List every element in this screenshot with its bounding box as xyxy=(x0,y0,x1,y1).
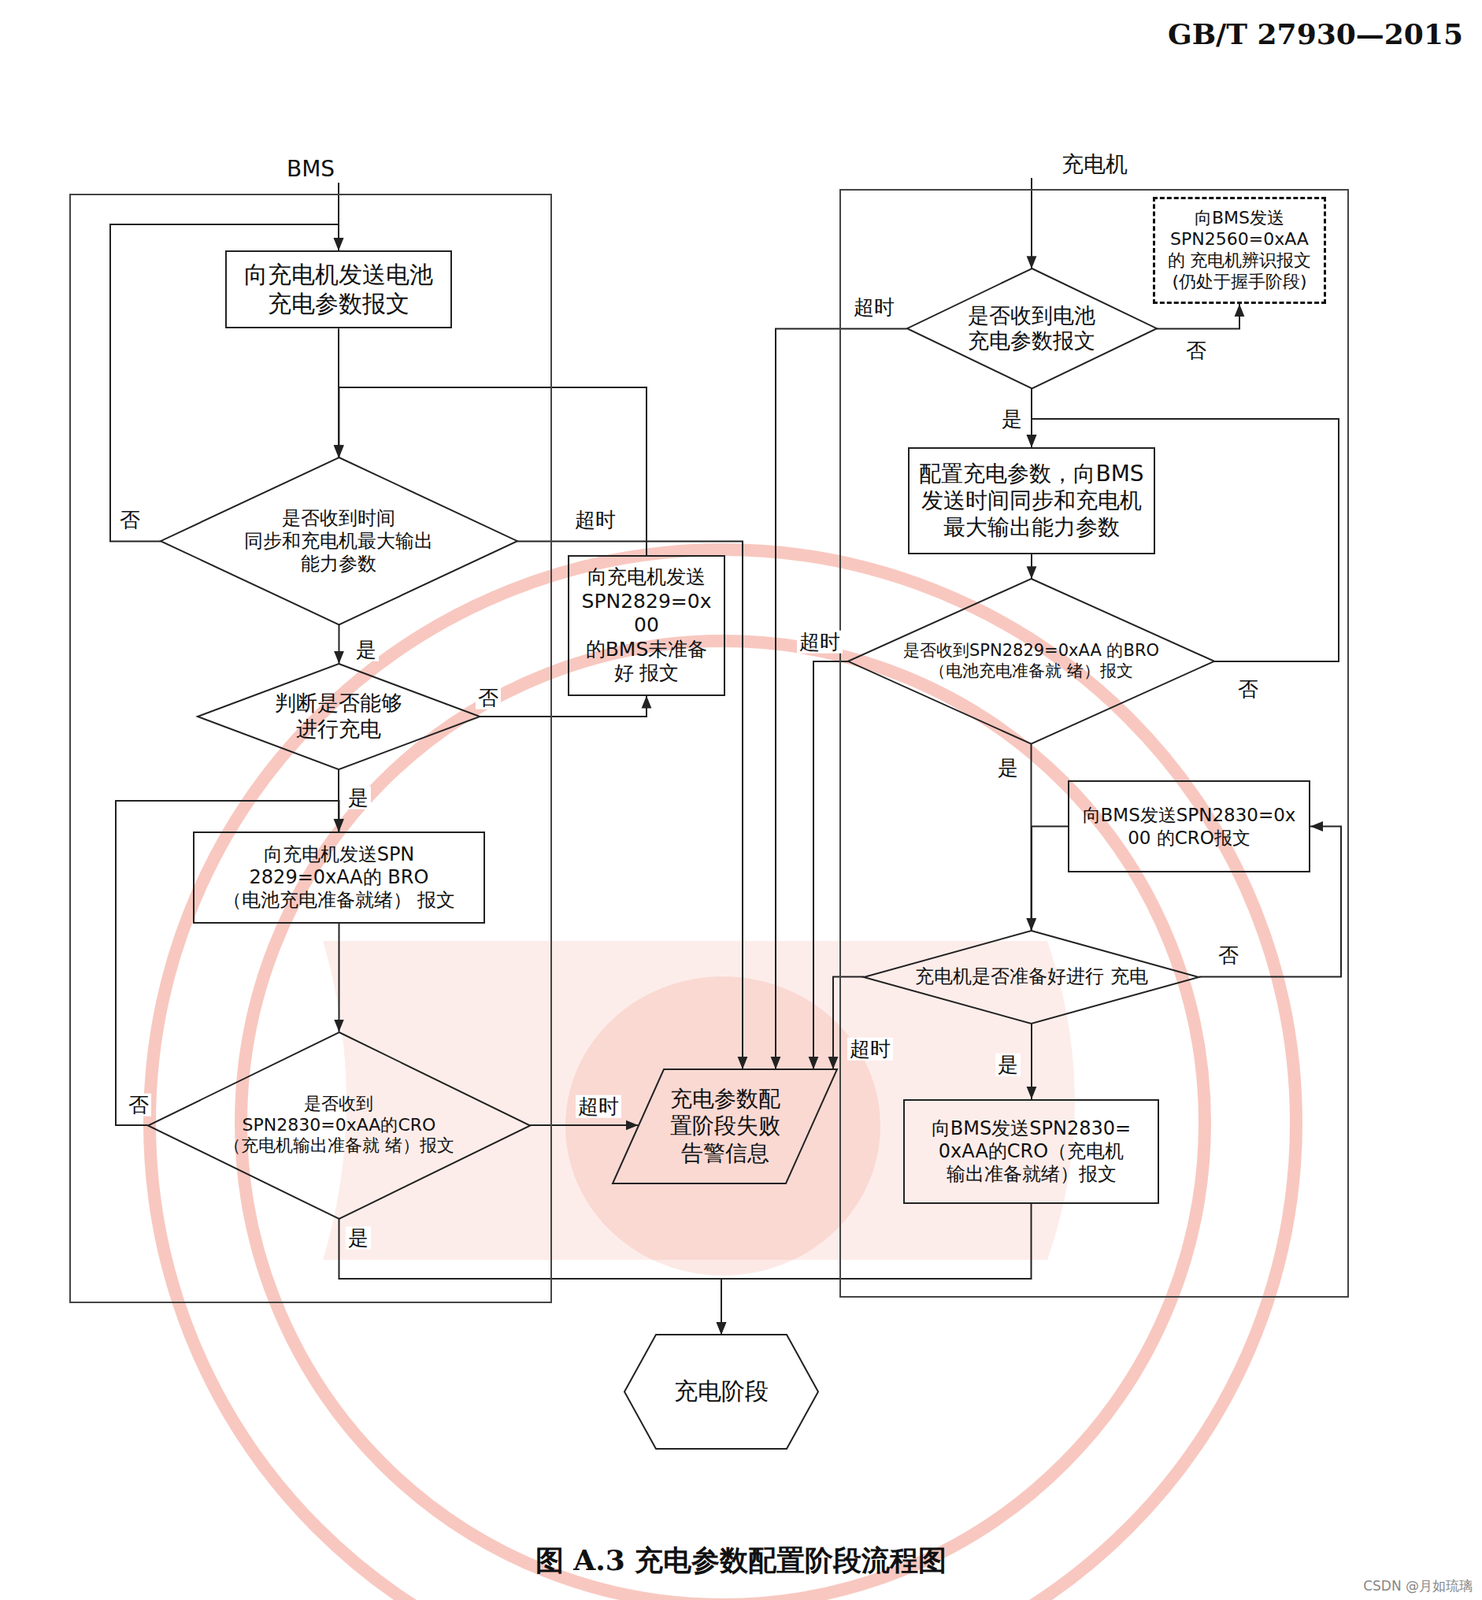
decision-diamond: 是否收到SPN2829=0xAA 的BRO（电池充电准备就 绪）报文 xyxy=(848,578,1215,745)
flow-arrow xyxy=(479,696,647,717)
flow-arrow xyxy=(775,328,908,1070)
edge-label: 否 xyxy=(1183,339,1209,363)
flow-arrow xyxy=(1155,303,1240,329)
edge-label: 超时 xyxy=(847,1037,893,1061)
edge-label: 超时 xyxy=(575,1095,622,1119)
swimlane: BMS向充电机发送电池 充电参数报文是否收到时间 同步和充电机最大输出 能力参数… xyxy=(69,193,553,1304)
node-text: 向BMS发送 SPN2560=0xAA的 充电机辨识报文 (仍处于握手阶段) xyxy=(1163,207,1316,293)
flow-arrow xyxy=(1030,1022,1033,1100)
flow-arrow xyxy=(529,1124,638,1127)
edge-label: 否 xyxy=(117,508,143,532)
terminal-hexagon: 充电阶段 xyxy=(624,1334,819,1449)
process-box: 向BMS发送SPN2830=0x00 的CRO报文 xyxy=(1067,780,1311,873)
outline xyxy=(863,930,1199,1024)
edge-label: 否 xyxy=(1215,944,1242,968)
flow-arrow xyxy=(721,1204,1032,1335)
alarm-parallelogram: 充电参数配 置阶段失败 告警信息 xyxy=(612,1069,838,1184)
outline xyxy=(907,268,1157,389)
edge-label: 超时 xyxy=(572,508,619,532)
node-text: 向BMS发送SPN2830=0x00 的CRO报文 xyxy=(1078,803,1301,849)
edge-label: 是 xyxy=(345,786,371,810)
outline xyxy=(197,663,480,770)
process-box: 向BMS发送SPN2830= 0xAA的CRO（充电机 输出准备就绪）报文 xyxy=(903,1099,1160,1205)
flow-arrow xyxy=(813,661,849,1070)
edge-label: 否 xyxy=(475,686,501,710)
standard-number: GB/T 27930—2015 xyxy=(1167,17,1464,51)
swimlane: 充电机是否收到电池 充电参数报文向BMS发送 SPN2560=0xAA的 充电机… xyxy=(839,188,1349,1298)
node-text: 是否收到电池 充电参数报文 xyxy=(936,303,1127,356)
node-text: 判断是否能够 进行充电 xyxy=(248,690,429,743)
lane-heading: BMS xyxy=(70,155,551,183)
source-watermark: CSDN @月如琉璃 xyxy=(1363,1577,1473,1596)
edge-label: 是 xyxy=(345,1226,371,1250)
outline xyxy=(148,1032,530,1219)
outline xyxy=(160,457,518,625)
seal-eye xyxy=(565,976,881,1276)
node-text: 是否收到时间 同步和充电机最大输出 能力参数 xyxy=(216,507,462,577)
outline xyxy=(848,578,1215,745)
edge-label: 是 xyxy=(353,638,379,662)
process-box: 向充电机发送电池 充电参数报文 xyxy=(225,250,453,329)
process-box: 向充电机发送 SPN2829=0x00 的BMS未准备好 报文 xyxy=(567,555,726,697)
edge-label: 超时 xyxy=(796,630,843,654)
edge-label: 否 xyxy=(1235,678,1261,701)
edge-label: 否 xyxy=(125,1093,152,1117)
decision-diamond: 是否收到时间 同步和充电机最大输出 能力参数 xyxy=(160,457,518,625)
edge-label: 是 xyxy=(999,407,1025,431)
figure-caption: 图 A.3 充电参数配置阶段流程图 xyxy=(0,1541,1482,1581)
edge-label: 是 xyxy=(995,1053,1021,1077)
entry-line xyxy=(1030,177,1033,269)
decision-diamond: 是否收到 SPN2830=0xAA的CRO （充电机输出准备就 绪）报文 xyxy=(148,1032,530,1219)
edge-label: 超时 xyxy=(851,296,897,319)
flow-arrow xyxy=(1031,826,1068,931)
flow-arrow xyxy=(1030,554,1033,579)
node-text: 配置充电参数，向BMS 发送时间同步和充电机 最大输出能力参数 xyxy=(918,460,1145,541)
seal-ring xyxy=(149,549,1297,1600)
lane-heading: 充电机 xyxy=(841,151,1348,178)
node-text: 向充电机发送电池 充电参数报文 xyxy=(235,260,442,319)
node-text: 向充电机发送 SPN2829=0x00 的BMS未准备好 报文 xyxy=(577,565,716,686)
flow-arrow xyxy=(1199,826,1342,978)
flow-arrow xyxy=(337,625,340,664)
decision-diamond: 充电机是否准备好进行 充电 xyxy=(863,930,1199,1024)
node-text: 充电机是否准备好进行 充电 xyxy=(901,965,1161,989)
decision-diamond: 是否收到电池 充电参数报文 xyxy=(907,268,1157,389)
node-text: 是否收到 SPN2830=0xAA的CRO （充电机输出准备就 绪）报文 xyxy=(220,1093,457,1157)
node-text: 充电参数配 置阶段失败 告警信息 xyxy=(668,1085,782,1167)
node-text: 是否收到SPN2829=0xAA 的BRO（电池充电准备就 绪）报文 xyxy=(903,640,1160,682)
outline xyxy=(624,1334,819,1449)
process-box: 配置充电参数，向BMS 发送时间同步和充电机 最大输出能力参数 xyxy=(907,447,1156,555)
note-box: 向BMS发送 SPN2560=0xAA的 充电机辨识报文 (仍处于握手阶段) xyxy=(1152,196,1327,304)
edge-label: 是 xyxy=(995,756,1021,780)
outline xyxy=(612,1069,838,1184)
node-text: 充电阶段 xyxy=(660,1377,782,1407)
flow-arrow xyxy=(338,1218,722,1335)
process-box: 向充电机发送SPN 2829=0xAA的 BRO（电池充电准备就绪） 报文 xyxy=(192,831,486,924)
node-text: 向充电机发送SPN 2829=0xAA的 BRO（电池充电准备就绪） 报文 xyxy=(203,843,475,913)
flow-arrow xyxy=(338,923,341,1033)
node-text: 向BMS发送SPN2830= 0xAA的CRO（充电机 输出准备就绪）报文 xyxy=(913,1117,1149,1187)
decision-diamond: 判断是否能够 进行充电 xyxy=(197,663,480,770)
